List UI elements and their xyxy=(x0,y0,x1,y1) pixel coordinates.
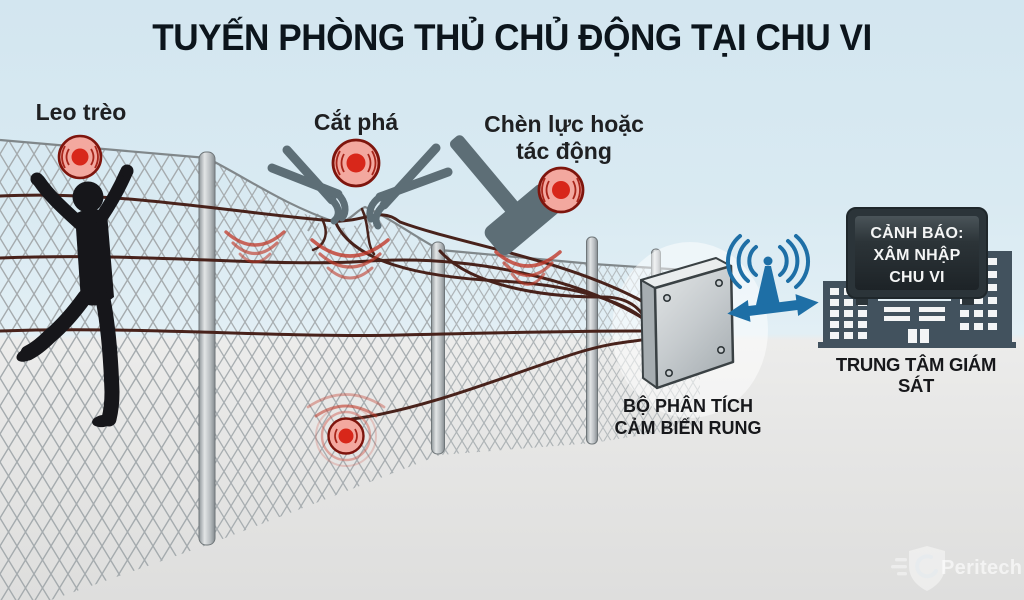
label-impact-line1: Chèn lực hoặc xyxy=(484,111,644,137)
vibration-wave-icon xyxy=(310,238,390,280)
vibration-waves xyxy=(224,230,562,418)
label-analyzer: BỘ PHÂN TÍCH CẢM BIẾN RUNG xyxy=(598,395,778,439)
alert-line2: XÂM NHẬP xyxy=(873,247,961,264)
bidirectional-arrow-icon xyxy=(727,294,819,322)
vibration-sensor-icon xyxy=(331,138,381,188)
watermark-logo xyxy=(891,546,945,591)
label-impact: Chèn lực hoặc tác động xyxy=(478,111,650,165)
vibration-sensor-icon xyxy=(315,405,377,467)
vibration-wave-icon xyxy=(224,230,286,264)
label-cutting: Cắt phá xyxy=(313,109,399,135)
wifi-antenna-icon xyxy=(726,234,810,305)
building-door xyxy=(908,329,917,343)
shield-icon xyxy=(909,546,945,591)
label-analyzer-line2: CẢM BIẾN RUNG xyxy=(614,418,762,438)
alert-monitor xyxy=(846,207,988,305)
alert-line1: CẢNH BÁO: xyxy=(870,225,964,242)
vibration-wave-icon xyxy=(306,393,386,418)
watermark-brand: Peritech xyxy=(941,557,1023,579)
bolt-cutter-icon xyxy=(267,145,349,225)
fence-post xyxy=(586,236,598,445)
label-impact-line2: tác động xyxy=(516,138,612,164)
bolt-cutter-icon xyxy=(366,143,453,230)
vibration-sensor-icon xyxy=(57,134,103,180)
fence-post xyxy=(198,151,216,546)
alert-line3: CHU VI xyxy=(889,269,945,286)
climbing-person-icon xyxy=(16,164,134,428)
label-climbing: Leo trèo xyxy=(35,99,127,125)
label-analyzer-line1: BỘ PHÂN TÍCH xyxy=(623,396,753,416)
page-title: TUYẾN PHÒNG THỦ CHỦ ĐỘNG TẠI CHU VI xyxy=(152,17,872,58)
screw-icon xyxy=(662,278,725,377)
vibration-wave-icon xyxy=(494,250,562,286)
monitoring-center-building xyxy=(818,207,1016,348)
label-monitoring-center: TRUNG TÂM GIÁM SÁT xyxy=(835,354,997,396)
vibration-sensor-icon xyxy=(537,166,585,214)
analyzer-box xyxy=(640,257,735,390)
alert-screen-text: CẢNH BÁO: XÂM NHẬP CHU VI xyxy=(855,223,979,289)
building-door xyxy=(920,329,929,343)
